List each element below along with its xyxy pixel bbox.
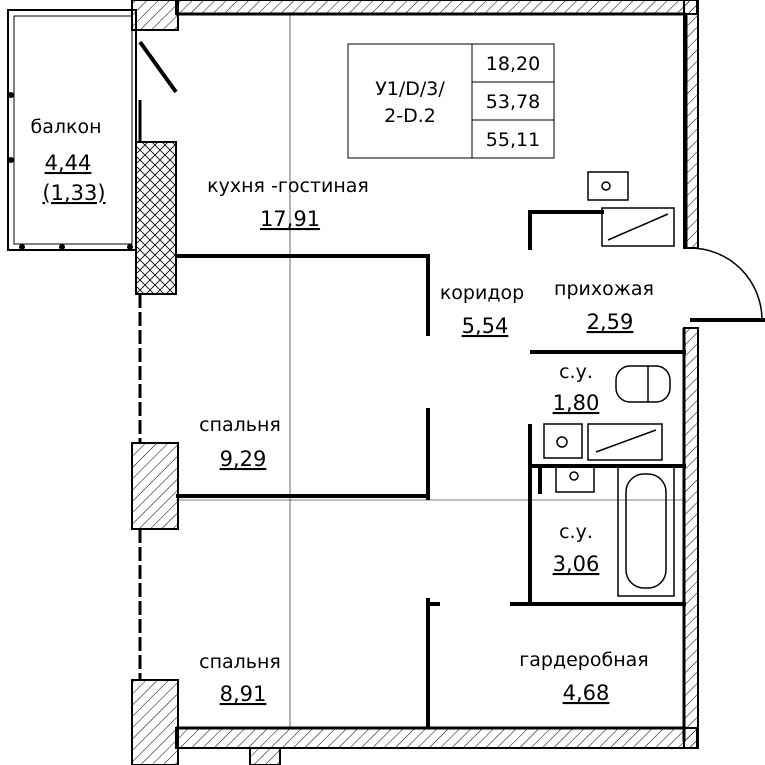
toilet-icon bbox=[615, 365, 671, 403]
reference-lines bbox=[176, 14, 686, 728]
room-bedroom-2: спальня 8,91 bbox=[199, 651, 281, 706]
apartment-code-line2: 2-D.2 bbox=[384, 105, 436, 127]
room-area: 8,91 bbox=[220, 682, 267, 706]
balcony bbox=[7, 9, 137, 251]
fixtures bbox=[543, 171, 675, 597]
kitchen-counter-icon bbox=[601, 207, 675, 247]
room-area: 17,91 bbox=[260, 207, 320, 231]
room-bathroom-2: с.у. 3,06 bbox=[553, 521, 600, 576]
room-bathroom-1: с.у. 1,80 bbox=[553, 361, 600, 415]
room-bedroom-1: спальня 9,29 bbox=[199, 414, 281, 471]
room-area: 9,29 bbox=[220, 447, 267, 471]
exterior-wall-left bbox=[131, 0, 179, 765]
balcony-post bbox=[59, 244, 65, 250]
room-name: балкон bbox=[30, 116, 101, 138]
room-corridor: коридор 5,54 bbox=[440, 282, 524, 338]
kitchen-sink-icon bbox=[587, 171, 629, 201]
apartment-info-table: У1/D/3/ 2-D.2 18,20 53,78 55,11 bbox=[347, 43, 555, 159]
balcony-inner-outline bbox=[13, 15, 133, 245]
total-area-value-3: 55,11 bbox=[486, 129, 540, 151]
room-hallway: прихожая 2,59 bbox=[554, 278, 654, 334]
room-area: 1,80 bbox=[553, 391, 600, 415]
room-wardrobe: гардеробная 4,68 bbox=[519, 649, 648, 705]
total-area-value-1: 18,20 bbox=[486, 53, 540, 75]
room-name: кухня -гостиная bbox=[207, 175, 369, 197]
room-name: гардеробная bbox=[519, 649, 648, 671]
room-name: с.у. bbox=[559, 521, 593, 543]
room-kitchen-living: кухня -гостиная 17,91 bbox=[207, 175, 369, 231]
washbasin-icon bbox=[555, 465, 595, 493]
room-area: 3,06 bbox=[553, 552, 600, 576]
room-balcony: балкон 4,44 (1,33) bbox=[30, 116, 105, 205]
exterior-wall-top bbox=[175, 0, 698, 16]
bathtub-icon bbox=[617, 465, 675, 597]
balcony-post bbox=[127, 244, 133, 250]
room-area: 5,54 bbox=[462, 314, 509, 338]
room-name: коридор bbox=[440, 282, 524, 304]
room-name: прихожая bbox=[554, 278, 654, 300]
balcony-post bbox=[8, 157, 14, 163]
room-name: с.у. bbox=[559, 361, 593, 383]
exterior-wall-right bbox=[682, 0, 765, 749]
balcony-post bbox=[8, 92, 14, 98]
room-area: 4,44 bbox=[45, 151, 92, 175]
washbasin-icon bbox=[543, 423, 583, 459]
exterior-wall-bottom bbox=[175, 726, 698, 765]
room-name: спальня bbox=[199, 414, 281, 436]
room-area: 4,68 bbox=[563, 681, 610, 705]
balcony-post bbox=[19, 244, 25, 250]
balcony-outline bbox=[7, 9, 137, 251]
room-area-reduced: (1,33) bbox=[42, 181, 105, 205]
total-area-value-2: 53,78 bbox=[486, 91, 540, 113]
washing-machine-icon bbox=[587, 423, 663, 461]
room-name: спальня bbox=[199, 651, 281, 673]
apartment-code-line1: У1/D/3/ bbox=[375, 78, 445, 100]
room-area: 2,59 bbox=[587, 310, 634, 334]
